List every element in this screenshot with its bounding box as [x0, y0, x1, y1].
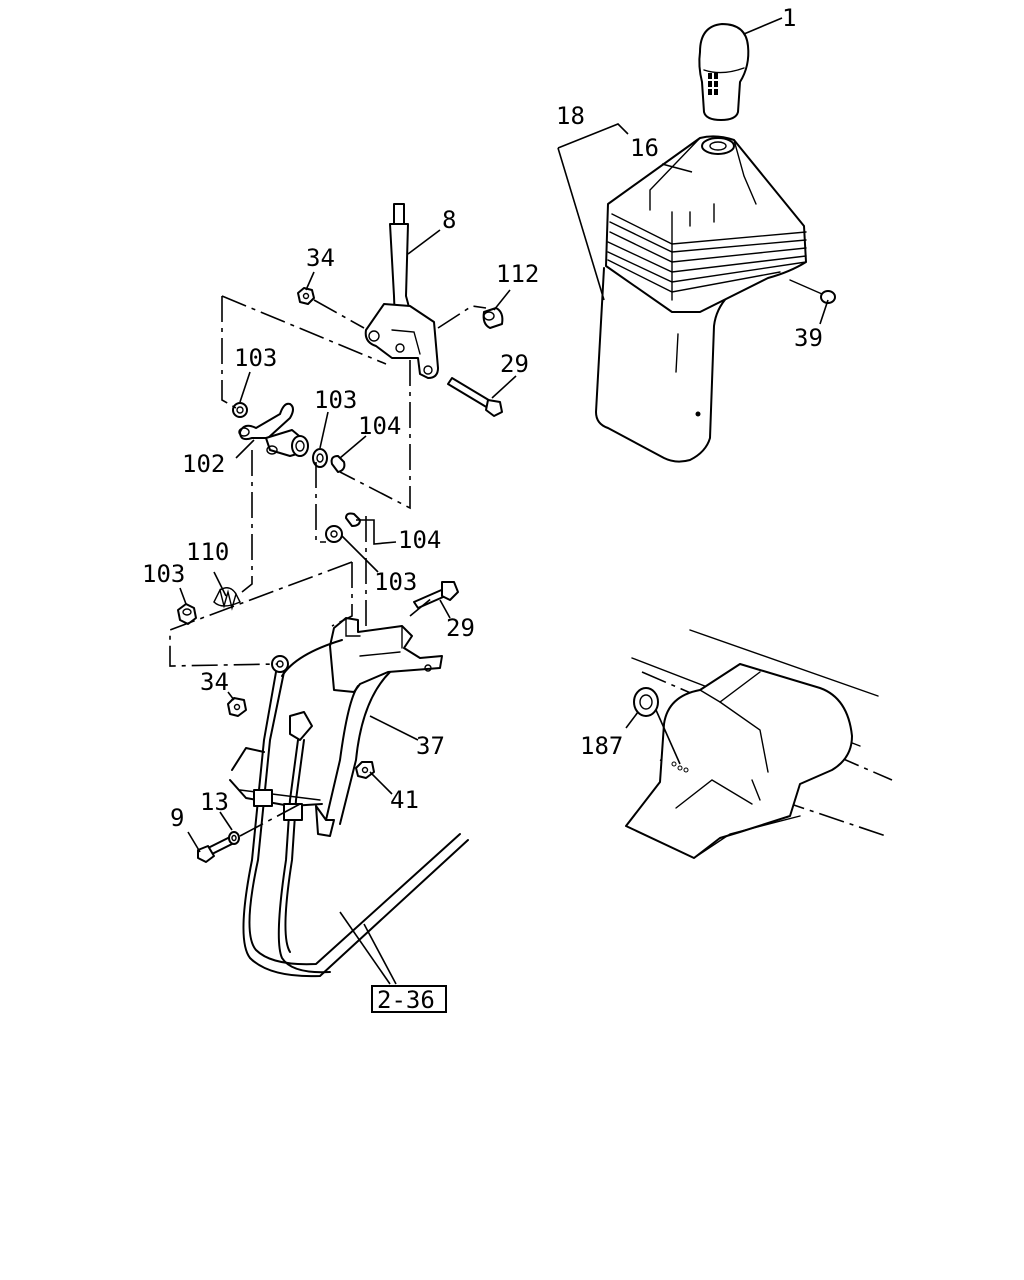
- label-104-a[interactable]: 104: [358, 412, 401, 440]
- label-103-b[interactable]: 103: [314, 386, 357, 414]
- label-103-a[interactable]: 103: [234, 344, 277, 372]
- label-16[interactable]: 16: [630, 134, 659, 162]
- spring-110-part[interactable]: [213, 587, 241, 611]
- label-29-lower[interactable]: 29: [446, 614, 475, 642]
- label-29-upper[interactable]: 29: [500, 350, 529, 378]
- assembly-lines: [169, 295, 487, 837]
- bushing-103-d-part[interactable]: [177, 603, 197, 625]
- label-leaders: [179, 17, 829, 985]
- label-187[interactable]: 187: [580, 732, 623, 760]
- label-41[interactable]: 41: [390, 786, 419, 814]
- label-102[interactable]: 102: [182, 450, 225, 478]
- shift-boot-part[interactable]: [595, 135, 807, 463]
- clip-104-a-part[interactable]: [330, 455, 346, 473]
- label-9[interactable]: 9: [170, 804, 184, 832]
- shift-cable-part[interactable]: [242, 655, 469, 978]
- label-8[interactable]: 8: [442, 206, 456, 234]
- label-13[interactable]: 13: [200, 788, 229, 816]
- bushing-103-a-part[interactable]: [232, 402, 248, 418]
- label-112[interactable]: 112: [496, 260, 539, 288]
- link-102-part[interactable]: [238, 402, 309, 457]
- nut-34-upper-part[interactable]: [297, 287, 315, 305]
- bushing-112-part[interactable]: [482, 307, 504, 329]
- reference-box-2-36[interactable]: 2-36: [371, 985, 447, 1014]
- bracket-37-part[interactable]: [229, 617, 443, 837]
- bolt-29-upper-part[interactable]: [447, 377, 503, 417]
- label-110[interactable]: 110: [186, 538, 229, 566]
- shift-knob-part[interactable]: [698, 23, 750, 121]
- shift-lever-part[interactable]: [364, 203, 439, 379]
- label-34-upper[interactable]: 34: [306, 244, 335, 272]
- reference-box-label: 2-36: [377, 986, 435, 1014]
- inset-view: [625, 629, 893, 859]
- nut-34-lower-part[interactable]: [227, 697, 247, 717]
- nut-41-part[interactable]: [355, 761, 375, 779]
- label-37[interactable]: 37: [416, 732, 445, 760]
- label-39[interactable]: 39: [794, 324, 823, 352]
- bolt-29-lower-part[interactable]: [413, 581, 459, 609]
- label-103-c[interactable]: 103: [374, 568, 417, 596]
- screw-39-part[interactable]: [789, 279, 836, 304]
- bushing-103-b-part[interactable]: [312, 448, 328, 468]
- label-104-b[interactable]: 104: [398, 526, 441, 554]
- label-34-lower[interactable]: 34: [200, 668, 229, 696]
- label-1[interactable]: 1: [782, 4, 796, 32]
- bushing-103-c-part[interactable]: [325, 525, 343, 543]
- washer-13-part[interactable]: [228, 831, 240, 845]
- label-18[interactable]: 18: [556, 102, 585, 130]
- part-labels: 1 18 16 39 8 34 112 29 103 103 104 102 1…: [142, 4, 823, 832]
- label-103-d[interactable]: 103: [142, 560, 185, 588]
